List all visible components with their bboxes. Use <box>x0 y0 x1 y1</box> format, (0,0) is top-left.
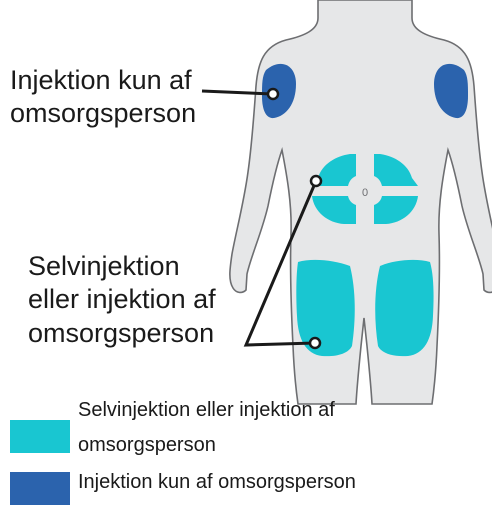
legend-label-caregiver-only: Injektion kun af omsorgsperson <box>78 468 356 497</box>
callout-self-or-caregiver-line-2: eller injektion af <box>28 283 216 316</box>
target-marker-abdomen <box>311 176 321 186</box>
legend: Selvinjektion eller injektion af omsorgs… <box>0 396 492 505</box>
navel-mark: 0 <box>362 187 368 199</box>
legend-swatch-caregiver-only <box>10 472 70 505</box>
legend-label-self-or-caregiver-line-2: omsorgsperson <box>78 431 335 460</box>
legend-swatch-self-or-caregiver <box>10 420 70 453</box>
thigh-right-zone <box>375 260 433 356</box>
legend-label-caregiver-only-line-1: Injektion kun af omsorgsperson <box>78 468 356 497</box>
callout-self-or-caregiver-line-3: omsorgsperson <box>28 317 216 350</box>
callout-self-or-caregiver: Selvinjektion eller injektion af omsorgs… <box>28 250 216 350</box>
callout-caregiver-only-line-1: Injektion kun af <box>10 64 196 97</box>
callout-caregiver-only-line-2: omsorgsperson <box>10 97 196 130</box>
callout-self-or-caregiver-line-1: Selvinjektion <box>28 250 216 283</box>
callout-caregiver-only: Injektion kun af omsorgsperson <box>10 64 196 130</box>
thigh-left-zone <box>296 260 354 356</box>
target-marker-thigh <box>310 338 320 348</box>
legend-label-self-or-caregiver-line-1: Selvinjektion eller injektion af <box>78 396 335 425</box>
target-marker-upper-arm <box>268 89 278 99</box>
legend-label-self-or-caregiver: Selvinjektion eller injektion af omsorgs… <box>78 396 335 460</box>
